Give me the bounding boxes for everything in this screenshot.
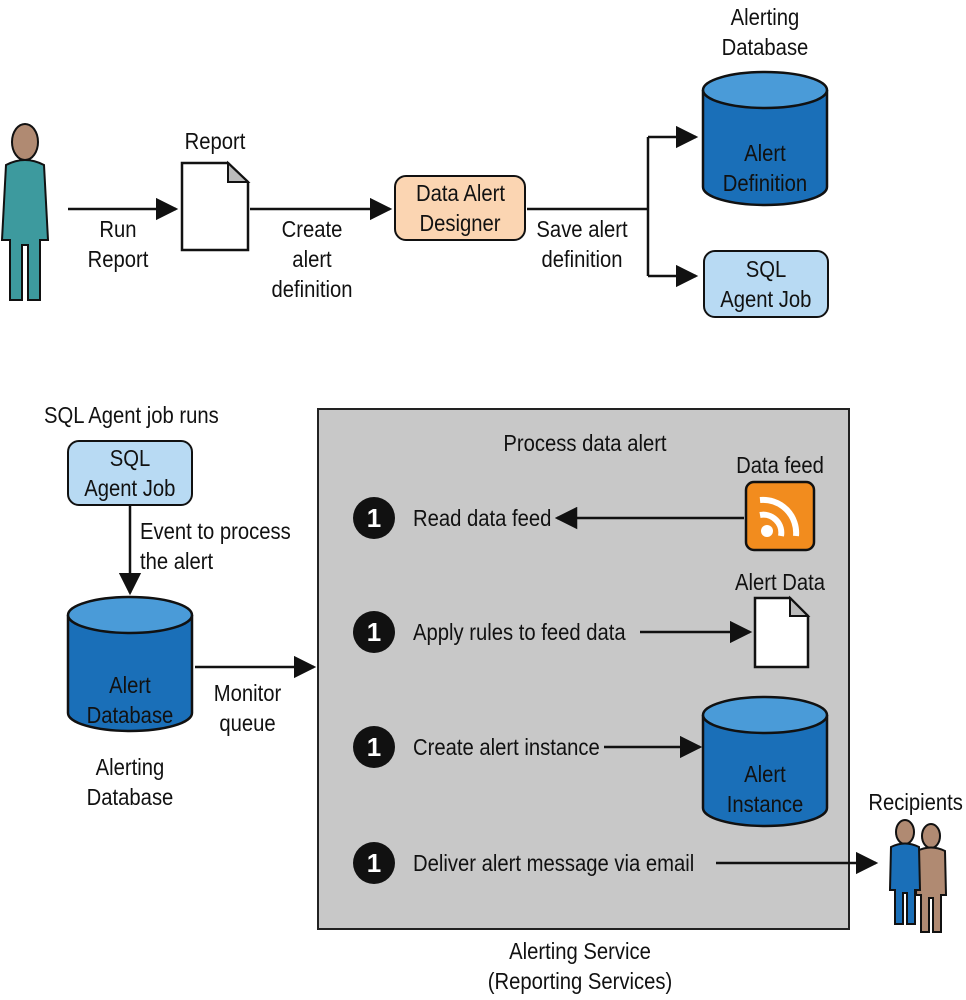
alerting-database-caption-line: Database: [86, 784, 174, 810]
event-to-process-label: Event to process the alert: [140, 516, 291, 576]
create-alert-definition-line: definition: [271, 276, 353, 302]
alerting-database-caption: Alerting Database: [82, 752, 179, 812]
event-to-process-line: the alert: [140, 548, 214, 574]
recipients-label: Recipients: [868, 789, 963, 815]
sql-agent-job-runs-label: SQL Agent job runs: [44, 402, 219, 428]
alerting-service-caption: Alerting Service (Reporting Services): [470, 936, 690, 996]
data-alert-designer[interactable]: Data Alert Designer: [394, 175, 526, 241]
sql-agent-job-line: Agent Job: [720, 286, 812, 312]
create-alert-definition-label: Create alert definition: [264, 214, 359, 304]
database-icon: [701, 70, 829, 207]
step-number-badge: 1: [353, 611, 395, 653]
save-alert-definition-line: Save alert: [536, 216, 628, 242]
sql-agent-job-bottom[interactable]: SQL Agent Job: [67, 440, 193, 506]
report-label: Report: [184, 128, 246, 154]
alerting-database-title-line: Alerting: [730, 4, 800, 30]
alert-data-label: Alert Data: [734, 569, 825, 595]
alert-instance-line: Instance: [726, 791, 804, 817]
alerting-database-title-line: Database: [721, 34, 809, 60]
sql-agent-job-line: SQL: [109, 445, 151, 471]
alerting-database-caption-line: Alerting: [95, 754, 165, 780]
alerting-service-caption-line: Alerting Service: [509, 938, 651, 964]
monitor-queue-label: Monitor queue: [206, 678, 290, 738]
alert-definition-line: Alert: [744, 140, 786, 166]
alert-database-label: Alert Database: [77, 670, 183, 730]
alerting-database-title: Alerting Database: [717, 2, 814, 62]
step-number-badge: 1: [353, 497, 395, 539]
sql-agent-job-top[interactable]: SQL Agent Job: [703, 250, 829, 318]
document-icon: [753, 595, 811, 669]
alert-instance-line: Alert: [744, 761, 786, 787]
alert-instance-label: Alert Instance: [712, 759, 818, 819]
monitor-queue-line: queue: [219, 710, 276, 736]
step-deliver-alert-message: Deliver alert message via email: [413, 850, 695, 876]
alerting-service-caption-line: (Reporting Services): [487, 968, 673, 994]
step-number-badge: 1: [353, 726, 395, 768]
designer-line: Data Alert: [415, 180, 505, 206]
person-icon: [0, 123, 50, 301]
sql-agent-job-line: Agent Job: [84, 475, 176, 501]
alert-database-line: Database: [86, 702, 174, 728]
create-alert-definition-line: Create: [281, 216, 343, 242]
step-create-alert-instance: Create alert instance: [413, 734, 600, 760]
step-apply-rules: Apply rules to feed data: [413, 619, 626, 645]
save-alert-definition-label: Save alert definition: [533, 214, 632, 274]
recipients-icon: [888, 819, 948, 933]
data-feed-label: Data feed: [736, 452, 824, 478]
step-read-data-feed: Read data feed: [413, 505, 552, 531]
save-alert-definition-line: definition: [541, 246, 623, 272]
run-report-line: Report: [87, 246, 149, 272]
create-alert-definition-line: alert: [292, 246, 332, 272]
run-report-line: Run: [99, 216, 137, 242]
process-data-alert-title: Process data alert: [503, 430, 667, 456]
document-icon: [180, 160, 251, 252]
alert-definition-label: Alert Definition: [712, 138, 818, 198]
alert-database-line: Alert: [109, 672, 151, 698]
rss-feed-icon: [744, 480, 816, 552]
step-number-badge: 1: [353, 842, 395, 884]
run-report-label: Run Report: [85, 214, 152, 274]
alert-definition-line: Definition: [722, 170, 808, 196]
event-to-process-line: Event to process: [140, 518, 291, 544]
monitor-queue-line: Monitor: [213, 680, 282, 706]
database-icon: [66, 595, 194, 733]
database-icon: [701, 695, 829, 828]
designer-line: Designer: [419, 210, 501, 236]
sql-agent-job-line: SQL: [745, 256, 787, 282]
